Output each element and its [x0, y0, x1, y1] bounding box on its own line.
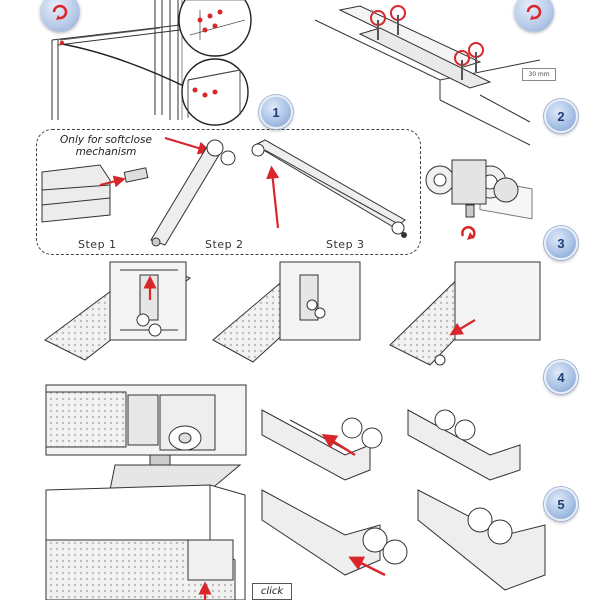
step-badge-3: 3 — [544, 226, 578, 260]
click-label: click — [252, 583, 292, 600]
dimension-label: 30 mm — [522, 68, 556, 81]
softclose-note: Only for softclose mechanism — [46, 134, 166, 158]
badge-number: 3 — [557, 235, 565, 251]
step-2-label: Step 2 — [205, 238, 244, 251]
svg-text:✕: ✕ — [370, 8, 375, 15]
wheel-bogie — [425, 159, 519, 218]
step-3-label: Step 3 — [326, 238, 365, 251]
profile-1 — [44, 261, 191, 361]
step-badge-4: 4 — [544, 360, 578, 394]
profile-2 — [212, 261, 361, 363]
softclose-note-line1: Only for softclose — [60, 134, 152, 146]
profile-3 — [389, 261, 541, 366]
step1-illustration — [41, 164, 149, 223]
step-badge-2: 2 — [544, 99, 578, 133]
detail-5a — [261, 489, 408, 577]
plate-screws: ✕ — [370, 5, 484, 80]
softclose-note-line2: mechanism — [75, 146, 137, 158]
badge-number: 4 — [557, 369, 565, 385]
step-badge-1: 1 — [259, 95, 293, 129]
detail-4b — [407, 409, 521, 481]
step-badge-5: 5 — [544, 487, 578, 521]
zoom-circle-bottom — [181, 58, 249, 126]
rotate-arrow-icon — [461, 226, 476, 239]
detail-4a — [261, 409, 383, 481]
detail-5b — [417, 489, 546, 591]
rotate-arrow-icon — [514, 0, 554, 32]
badge-number: 2 — [557, 108, 565, 124]
zoom-circle-top — [178, 0, 252, 57]
mounting-plate — [314, 5, 541, 220]
cabinet-frame — [51, 0, 189, 120]
step3-illustration — [251, 139, 407, 238]
screw-marker — [59, 40, 65, 46]
badge-number: 5 — [557, 496, 565, 512]
step2-illustration — [150, 136, 236, 247]
step-1-label: Step 1 — [78, 238, 117, 251]
badge-number: 1 — [272, 104, 280, 120]
front-profile-large — [45, 384, 247, 491]
cabinet-box-lower — [45, 484, 246, 600]
rotate-arrow-icon — [40, 0, 80, 32]
softclose-box — [36, 129, 421, 255]
